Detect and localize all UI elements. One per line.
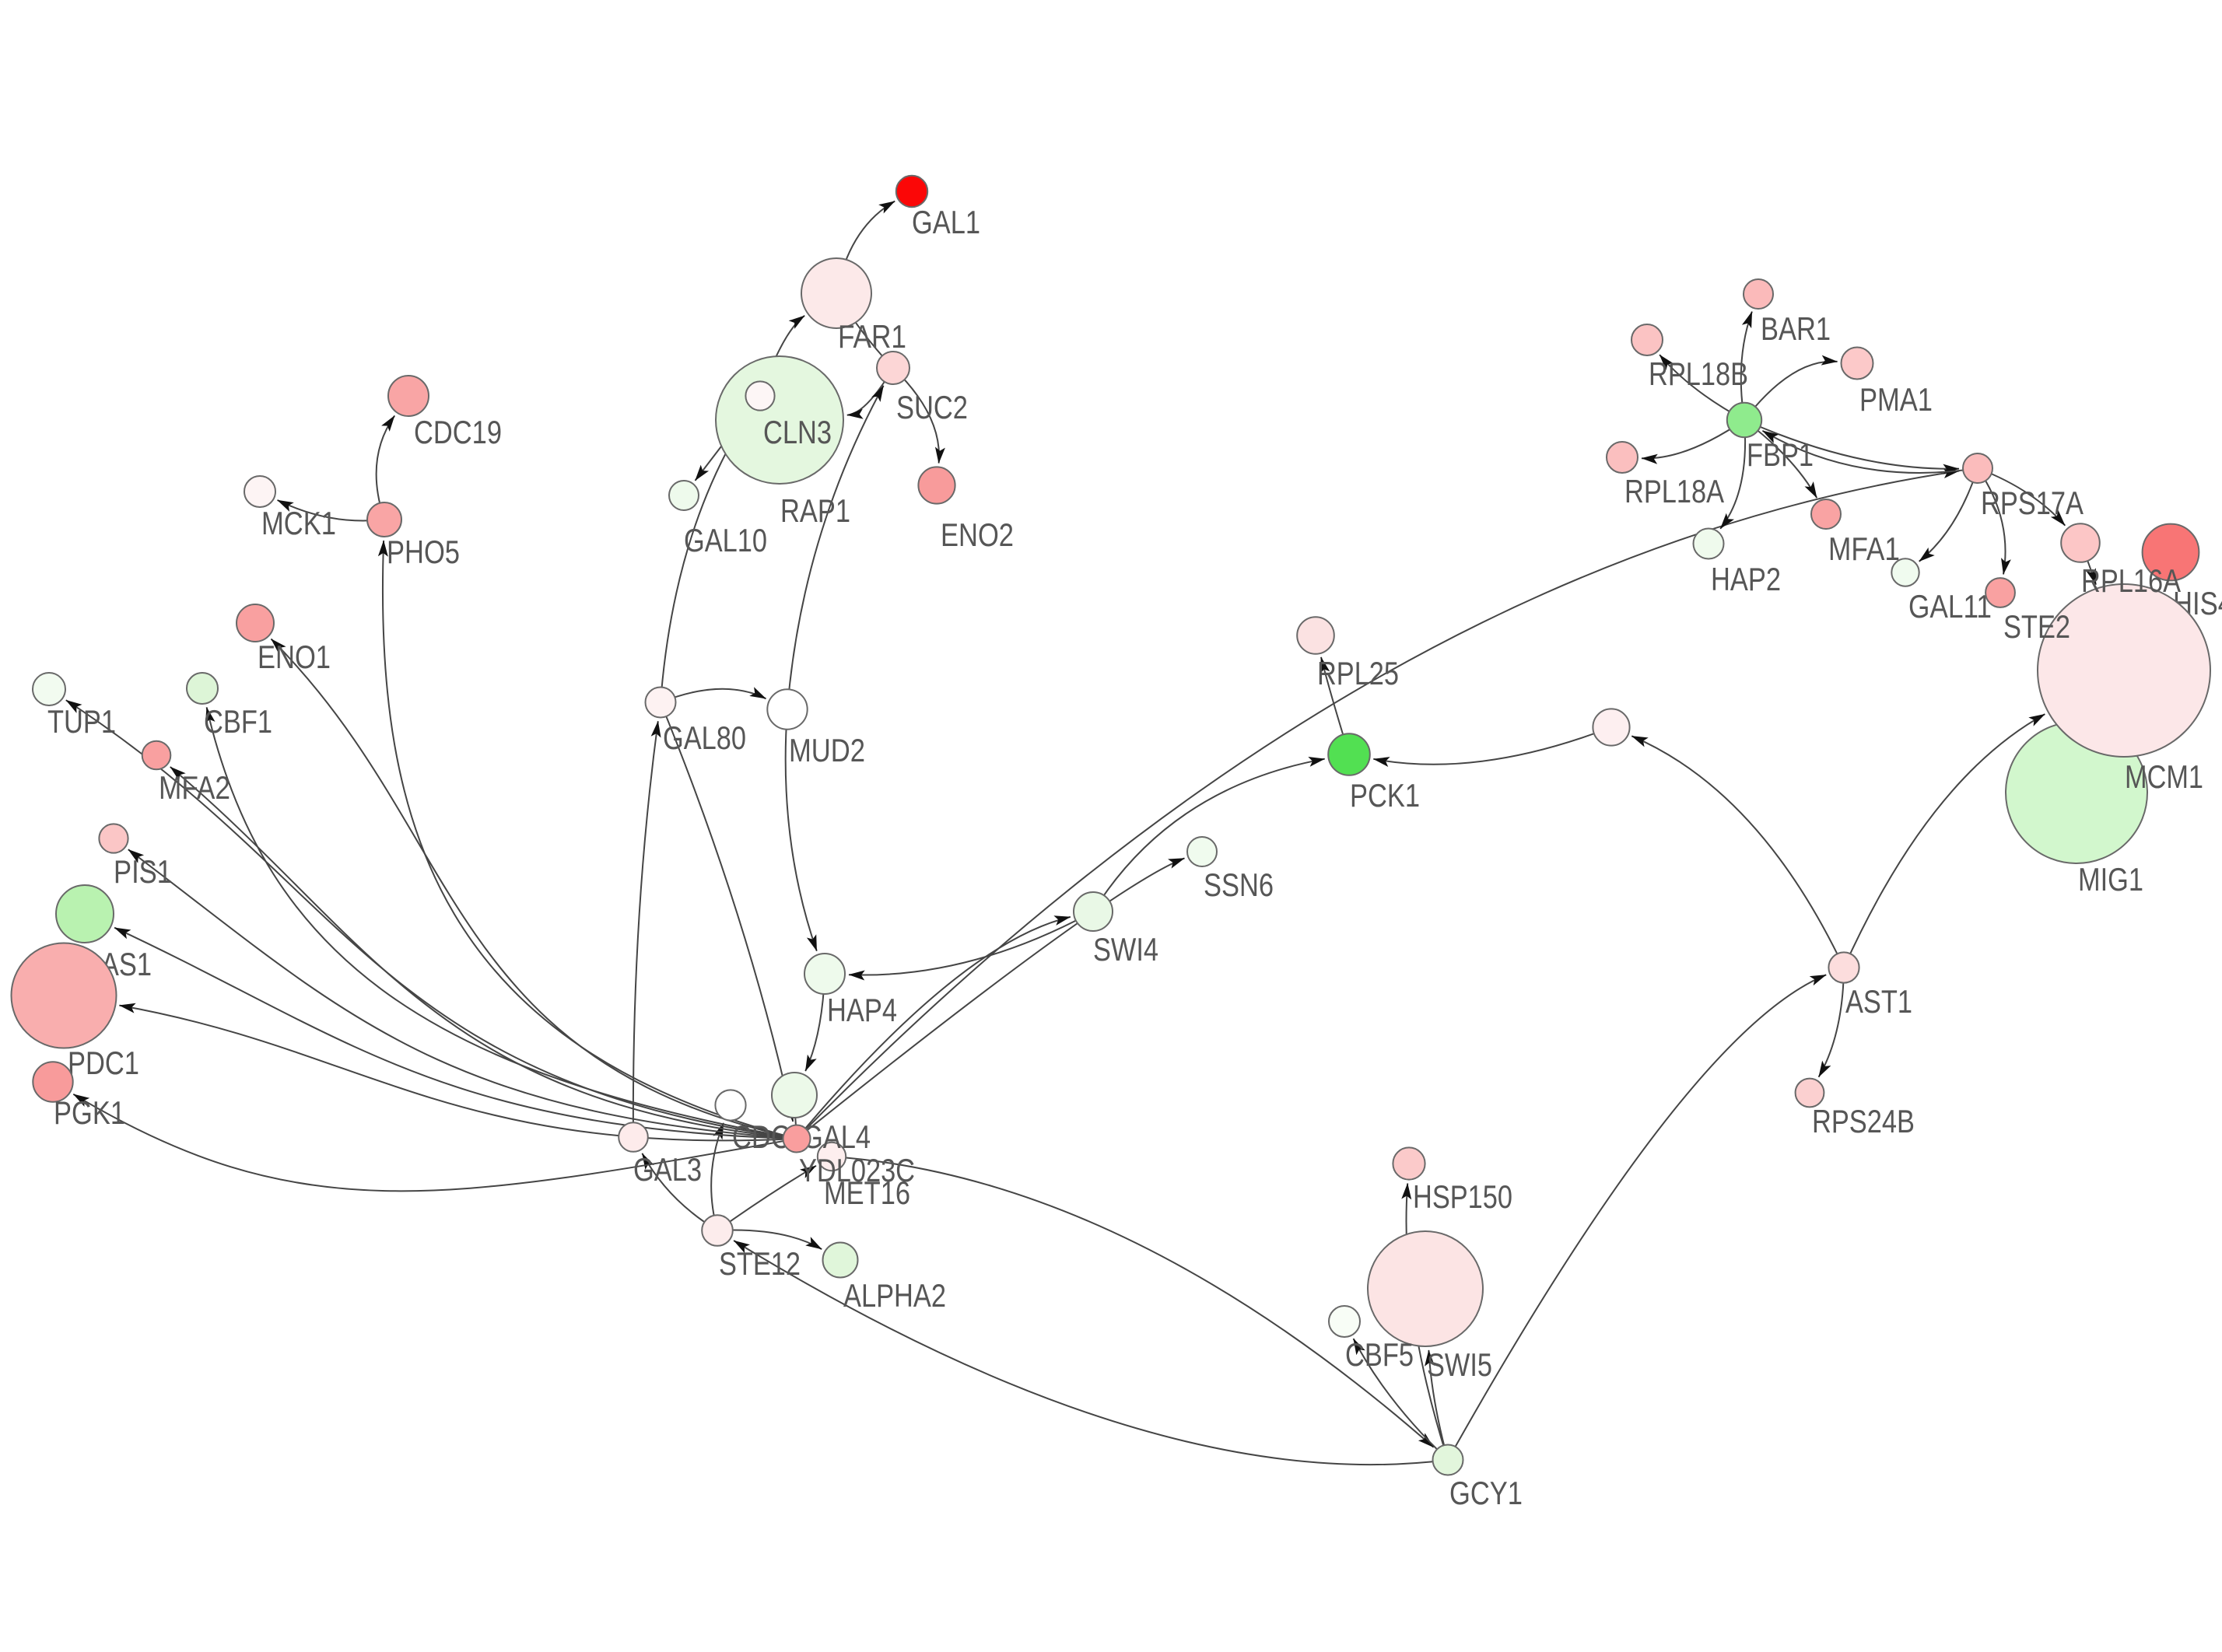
svg-text:YDL023C: YDL023C [799, 1152, 915, 1188]
svg-text:PGK1: PGK1 [54, 1094, 125, 1131]
svg-text:AST1: AST1 [1845, 983, 1912, 1020]
svg-text:HAP4: HAP4 [827, 992, 897, 1028]
svg-text:TUP1: TUP1 [47, 703, 116, 740]
svg-text:MET16: MET16 [824, 1174, 910, 1211]
svg-text:FBP1: FBP1 [1747, 436, 1814, 473]
svg-text:ENO2: ENO2 [941, 516, 1014, 553]
svg-text:STE2: STE2 [2003, 608, 2070, 645]
svg-text:PHO5: PHO5 [387, 534, 460, 570]
svg-text:GAL1: GAL1 [912, 204, 980, 240]
svg-text:CBF5: CBF5 [1345, 1336, 1414, 1373]
svg-text:CBF1: CBF1 [204, 703, 272, 740]
svg-text:STE12: STE12 [719, 1245, 801, 1282]
svg-text:PDC1: PDC1 [68, 1045, 139, 1081]
svg-text:GAL11: GAL11 [1908, 588, 1992, 625]
svg-text:MIG1: MIG1 [2078, 861, 2143, 898]
svg-text:RPL18B: RPL18B [1649, 355, 1748, 392]
svg-text:RPL25: RPL25 [1317, 655, 1399, 691]
svg-text:PCK1: PCK1 [1350, 777, 1420, 814]
svg-text:CLN3: CLN3 [763, 414, 832, 450]
svg-text:HSP150: HSP150 [1413, 1178, 1512, 1215]
svg-text:SWI4: SWI4 [1093, 931, 1158, 968]
svg-text:MCK1: MCK1 [261, 505, 336, 541]
svg-text:RPL18A: RPL18A [1624, 473, 1724, 509]
svg-text:GAL3: GAL3 [633, 1151, 702, 1188]
svg-text:MFA2: MFA2 [159, 769, 230, 806]
svg-text:GAL4: GAL4 [802, 1118, 871, 1155]
svg-text:GAL10: GAL10 [684, 522, 767, 558]
svg-text:PIS1: PIS1 [114, 853, 172, 890]
svg-text:PMA1: PMA1 [1859, 381, 1933, 418]
svg-text:ENO1: ENO1 [258, 639, 331, 675]
svg-text:SSN6: SSN6 [1204, 866, 1274, 903]
svg-text:MUD2: MUD2 [789, 732, 865, 768]
svg-text:MCM1: MCM1 [2125, 758, 2203, 795]
svg-text:RPS24B: RPS24B [1812, 1103, 1915, 1139]
svg-text:RPL16A: RPL16A [2081, 562, 2181, 599]
svg-text:SUC2: SUC2 [896, 389, 968, 425]
svg-text:CDC19: CDC19 [414, 414, 502, 450]
svg-text:HAP2: HAP2 [1711, 561, 1781, 597]
svg-text:ALPHA2: ALPHA2 [843, 1277, 946, 1314]
svg-text:RAP1: RAP1 [780, 492, 850, 529]
svg-text:MFA1: MFA1 [1828, 530, 1900, 567]
svg-text:GCY1: GCY1 [1449, 1475, 1523, 1511]
svg-text:RPS17A: RPS17A [1981, 485, 2084, 521]
svg-text:SWI5: SWI5 [1427, 1346, 1492, 1383]
svg-text:BAR1: BAR1 [1761, 310, 1831, 347]
svg-text:FAR1: FAR1 [838, 318, 906, 355]
svg-text:GAL80: GAL80 [663, 719, 746, 756]
